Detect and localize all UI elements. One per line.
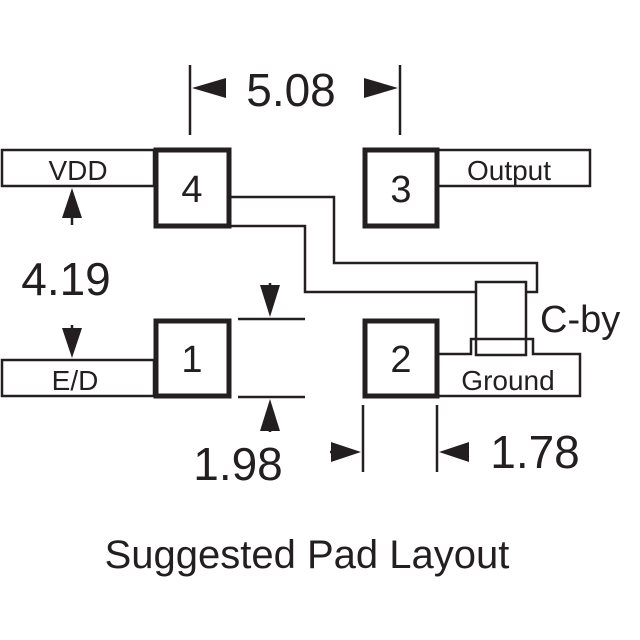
diagram-title: Suggested Pad Layout — [105, 533, 510, 577]
pad-1-number: 1 — [181, 339, 202, 381]
trace-inner — [230, 224, 476, 294]
arrow-right-icon — [331, 442, 361, 462]
arrow-left-icon — [439, 442, 469, 462]
arrow-up-icon — [260, 399, 280, 431]
dim-5-08: 5.08 — [246, 64, 336, 116]
arrow-down-icon — [62, 328, 82, 358]
pad-4 — [153, 147, 232, 229]
arrow-right-icon — [364, 78, 398, 98]
pad-1 — [153, 318, 232, 399]
vdd-label: VDD — [48, 155, 107, 186]
pad-2 — [362, 318, 440, 399]
arrow-up-icon — [62, 188, 82, 218]
bypass-capacitor — [474, 280, 528, 357]
dim-1-78: 1.78 — [490, 426, 580, 478]
pad-3 — [362, 147, 440, 229]
output-label: Output — [467, 155, 551, 186]
dim-1-98: 1.98 — [193, 438, 283, 490]
pad-4-number: 4 — [181, 169, 202, 211]
ed-label: E/D — [52, 365, 99, 396]
arrow-down-icon — [260, 285, 280, 317]
ground-label: Ground — [461, 365, 554, 396]
pad-3-number: 3 — [390, 169, 411, 211]
arrow-left-icon — [192, 78, 226, 98]
ground-strip — [437, 337, 582, 398]
pad-2-number: 2 — [390, 339, 411, 381]
trace-outer — [230, 195, 539, 294]
dim-4-19: 4.19 — [21, 253, 111, 305]
c-by-label: C-by — [540, 299, 620, 341]
